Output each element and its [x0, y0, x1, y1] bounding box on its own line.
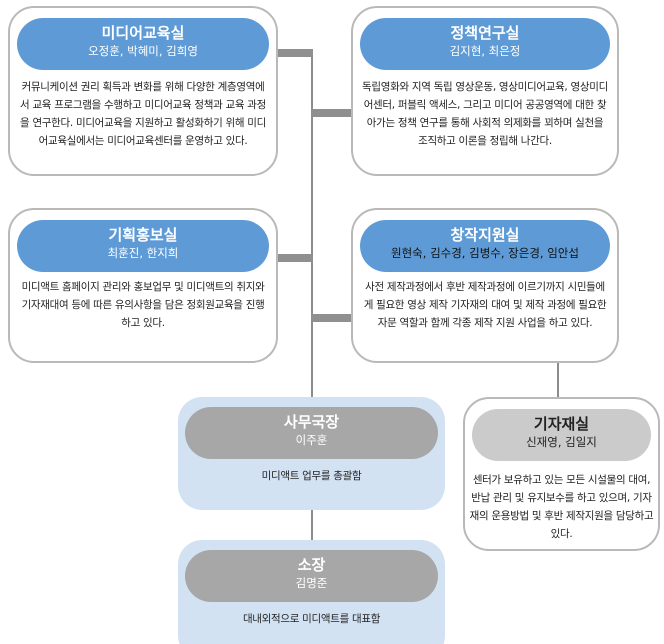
dept-header: 사무국장 이주훈	[185, 407, 438, 459]
dept-header: 미디어교육실 오정훈, 박혜미, 김희영	[17, 18, 269, 70]
dept-equipment: 기자재실 신재영, 김일지 센터가 보유하고 있는 모든 시설물의 대여, 반납…	[463, 397, 660, 551]
dept-title: 창작지원실	[450, 226, 520, 244]
exec-secretary-general: 사무국장 이주훈 미디액트 업무를 총괄함	[178, 397, 445, 510]
main-trunk-line	[311, 50, 313, 400]
dept-production-support: 창작지원실 원현숙, 김수경, 김병수, 장은경, 임안섭 사전 제작과정에서 …	[351, 208, 619, 363]
connector-production-support	[311, 314, 352, 322]
dept-title: 기획홍보실	[108, 226, 178, 244]
equipment-link-line	[557, 360, 559, 398]
dept-members: 원현숙, 김수경, 김병수, 장은경, 임안섭	[391, 246, 579, 260]
exec-link-line	[311, 510, 313, 542]
dept-title: 기자재실	[533, 415, 590, 433]
dept-media-education: 미디어교육실 오정훈, 박혜미, 김희영 커뮤니케이션 권리 획득과 변화를 위…	[8, 6, 278, 176]
dept-header: 정책연구실 김지현, 최은정	[360, 18, 610, 70]
dept-members: 오정훈, 박혜미, 김희영	[88, 44, 198, 58]
connector-policy-research	[311, 109, 352, 117]
dept-header: 기자재실 신재영, 김일지	[472, 409, 651, 461]
exec-director: 소장 김명준 대내외적으로 미디액트를 대표함	[178, 540, 445, 644]
dept-members: 김지현, 최은정	[449, 44, 521, 58]
dept-description: 독립영화와 지역 독립 영상운동, 영상미디어교육, 영상미디어센터, 퍼블릭 …	[362, 81, 608, 147]
dept-members: 이주훈	[295, 433, 328, 447]
dept-header: 소장 김명준	[185, 550, 438, 602]
dept-header: 기획홍보실 최훈진, 한지희	[17, 220, 269, 272]
dept-description: 센터가 보유하고 있는 모든 시설물의 대여, 반납 관리 및 유지보수를 하고…	[469, 474, 654, 540]
connector-planning-pr	[277, 254, 313, 262]
dept-planning-pr: 기획홍보실 최훈진, 한지희 미디액트 홈페이지 관리와 홍보업무 및 미디액트…	[8, 208, 278, 363]
dept-members: 김명준	[295, 576, 328, 590]
dept-description: 미디액트 홈페이지 관리와 홍보업무 및 미디액트의 취지와 기자재대여 등에 …	[21, 281, 265, 329]
dept-title: 소장	[297, 556, 326, 574]
dept-description: 커뮤니케이션 권리 획득과 변화를 위해 다양한 계층영역에서 교육 프로그램을…	[20, 81, 266, 147]
dept-title: 미디어교육실	[101, 24, 185, 42]
dept-description: 미디액트 업무를 총괄함	[261, 470, 362, 482]
dept-title: 사무국장	[283, 413, 340, 431]
connector-media-education	[277, 49, 313, 57]
dept-description: 사전 제작과정에서 후반 제작과정에 이르기까지 시민들에게 필요한 영상 제작…	[363, 281, 607, 329]
dept-header: 창작지원실 원현숙, 김수경, 김병수, 장은경, 임안섭	[360, 220, 610, 272]
dept-members: 최훈진, 한지희	[107, 246, 179, 260]
dept-title: 정책연구실	[450, 24, 520, 42]
dept-members: 신재영, 김일지	[526, 435, 597, 449]
dept-description: 대내외적으로 미디액트를 대표함	[242, 613, 381, 625]
dept-policy-research: 정책연구실 김지현, 최은정 독립영화와 지역 독립 영상운동, 영상미디어교육…	[351, 6, 619, 176]
